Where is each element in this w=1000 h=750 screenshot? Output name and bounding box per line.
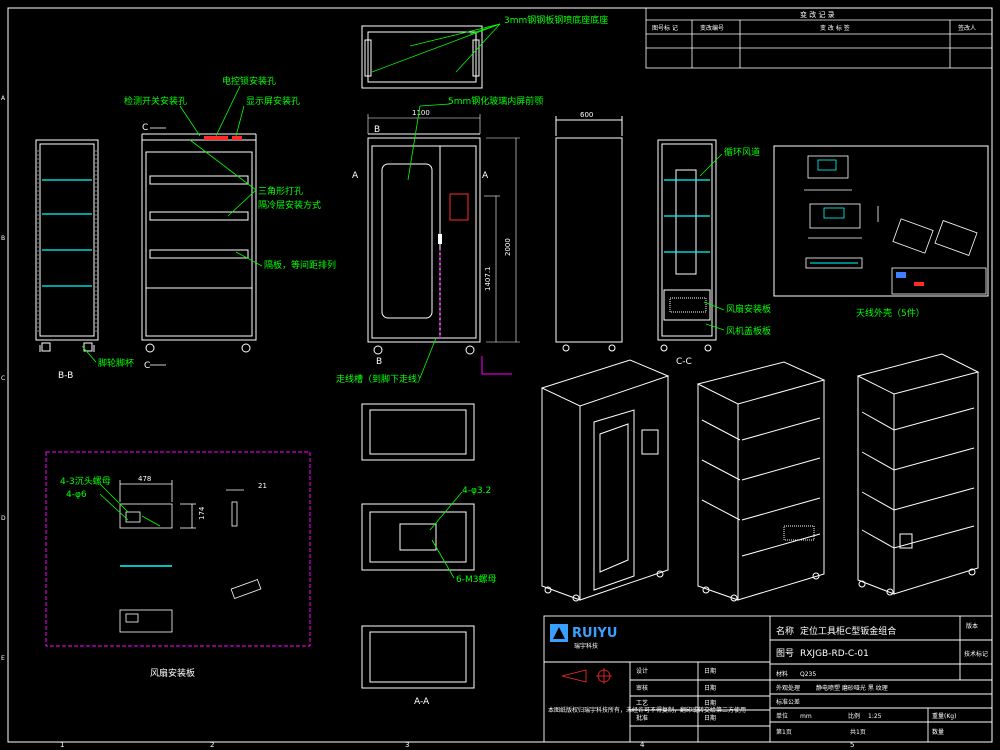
revision-table: 变 改 记 录 图号标 记 变改编号 变 改 标 签 签改人 (645, 7, 993, 69)
title-note: 本图纸版权归瑞宇科技所有，未经许可不得复制，翻印或转交给第三方使用 (548, 706, 746, 714)
revision-header: 变 改 标 签 (820, 24, 850, 32)
section-label-aa: A-A (414, 697, 430, 707)
section-marker-c-top: C (142, 123, 148, 133)
material-label: 材料 (776, 670, 788, 678)
dimension-width: 1100 (412, 109, 430, 117)
callout-shelf-hole: 三角形打孔 (258, 185, 303, 197)
drawing-no-label: 图号 (776, 648, 794, 659)
tech-label: 技术标记 (964, 650, 988, 658)
company-sub: 瑞宇科技 (574, 642, 598, 650)
unit-value: mm (800, 713, 812, 720)
frame-column-numbers: 1 2 3 4 5 (60, 741, 854, 749)
callout-fan-board: 风机盖板板 (726, 325, 771, 337)
dimension-plate-width: 478 (138, 475, 151, 483)
view-front-drawers: 检测开关安装孔 电控锁安装孔 显示屏安装孔 三角形打孔 隔冷层安装方式 隔板，等… (124, 75, 336, 371)
fan-plate-detail: 4-3沉头螺母 4-φ6 478 174 21 风扇安装板 (45, 451, 311, 679)
fan-plate-title: 风扇安装板 (150, 667, 195, 679)
surface-value: 静电喷塑 磨砂哑光 黑 纹理 (816, 684, 888, 692)
section-marker-c-bottom: C (144, 361, 150, 371)
title-block: RUIYU 瑞宇科技 本图纸版权归瑞宇科技所有，未经许可不得复制，翻印或转交给第… (543, 615, 993, 743)
callout-sensor-hole: 检测开关安装孔 (124, 95, 187, 107)
sheet-label: 第1页 (776, 728, 792, 736)
material-value: Q235 (800, 671, 816, 678)
revision-header: 签改人 (958, 24, 976, 32)
callout-display-hole: 显示屏安装孔 (246, 95, 300, 107)
callout-shelf-hole-2: 隔冷层安装方式 (258, 199, 321, 211)
projection-symbol (561, 668, 612, 684)
weight-label: 重量(Kg) (932, 712, 956, 720)
row-letter: A (1, 95, 6, 102)
row-letter: E (1, 655, 5, 662)
company-name: RUIYU (572, 626, 617, 641)
col-number: 4 (640, 741, 645, 749)
callout-top-view: 3mm钢钢板钢喷底座底座 (504, 14, 608, 26)
callout-fan-mount: 风扇安装板 (726, 303, 771, 315)
section-marker-a-right: A (482, 171, 489, 181)
callout-fan-plate-holes: 4-φ6 (66, 490, 87, 500)
callout-partition: 隔板，等间距排列 (264, 259, 336, 271)
surface-label: 外观处理 (776, 684, 800, 692)
view-bb: 脚轮脚杯 B-B (35, 139, 134, 381)
callout-inner-screws: 6-M3螺母 (456, 574, 496, 585)
row-letter: D (1, 515, 6, 522)
callout-fan-side: 循环风道 (724, 146, 760, 158)
callout-inner-holes: 4-φ3.2 (462, 486, 491, 496)
approve-label: 批准 (636, 714, 648, 722)
dimension-depth: 600 (580, 111, 593, 119)
dimension-height: 2000 (504, 238, 512, 256)
date-label: 日期 (704, 699, 716, 707)
check-label: 审核 (636, 684, 648, 692)
name-label: 名称 (776, 625, 794, 637)
col-number: 2 (210, 741, 214, 749)
frame-row-letters: A B C D E (1, 95, 6, 662)
view-isometric-front (540, 359, 670, 602)
view-cc: 循环风道 风扇安装板 风机盖板板 C-C (657, 139, 771, 367)
revision-header: 图号标 记 (652, 24, 678, 32)
qty-label: 数量 (932, 728, 944, 736)
row-letter: B (1, 235, 5, 242)
view-heatsink-shells: 天线外壳（5件） (773, 145, 989, 319)
view-side: 600 (555, 111, 623, 352)
section-marker-b-top: B (374, 125, 380, 135)
date-label: 日期 (704, 667, 716, 675)
top-view: 3mm钢钢板钢喷底座底座 (361, 14, 608, 89)
date-label: 日期 (704, 684, 716, 692)
revision-header: 变改编号 (700, 24, 724, 32)
col-number: 3 (405, 741, 409, 749)
scale-value: 1:25 (868, 713, 882, 720)
revision-title: 变 改 记 录 (800, 10, 835, 19)
scale-label: 比例 (848, 712, 860, 720)
col-number: 1 (60, 741, 64, 749)
design-label: 设计 (636, 667, 648, 675)
unit-label: 单位 (776, 712, 788, 720)
callout-fan-plate-screws: 4-3沉头螺母 (60, 476, 111, 487)
view-isometric-open (696, 361, 826, 602)
callout-heatsink: 天线外壳（5件） (856, 307, 925, 319)
col-number: 5 (850, 741, 854, 749)
view-front-glass-door: 1100 2000 1407.1 5mm钢化玻璃内屏前颚 走线槽（到脚下走线） … (336, 95, 543, 385)
process-label: 工艺 (636, 699, 648, 707)
section-marker-a-left: A (352, 171, 359, 181)
drawing-no-value: RXJGB-RD-C-01 (800, 649, 869, 659)
company-logo: RUIYU 瑞宇科技 (550, 624, 617, 650)
section-marker-b-bottom: B (376, 357, 382, 367)
rows-label: 共1页 (850, 728, 866, 736)
section-label-bb: B-B (58, 371, 73, 381)
callout-foot: 脚轮脚杯 (98, 357, 134, 369)
callout-glass-door: 5mm钢化玻璃内屏前颚 (448, 95, 543, 107)
dimension-plate-height: 174 (198, 506, 206, 520)
dimension-door-height: 1407.1 (484, 267, 492, 292)
date-label: 日期 (704, 714, 716, 722)
dimension-plate-thickness: 21 (258, 482, 267, 490)
view-isometric-rear (856, 353, 980, 596)
row-letter: C (1, 375, 5, 382)
callout-power-hole: 电控锁安装孔 (222, 75, 276, 87)
name-value: 定位工具柜C型钣金组合 (800, 625, 896, 637)
callout-rail: 走线槽（到脚下走线） (336, 373, 426, 385)
revision-label: 版本 (966, 622, 978, 630)
view-door-panels: 4-φ3.2 6-M3螺母 A-A (361, 403, 496, 707)
section-label-cc: C-C (676, 357, 692, 367)
tolerance-label: 标准公差 (776, 698, 800, 706)
